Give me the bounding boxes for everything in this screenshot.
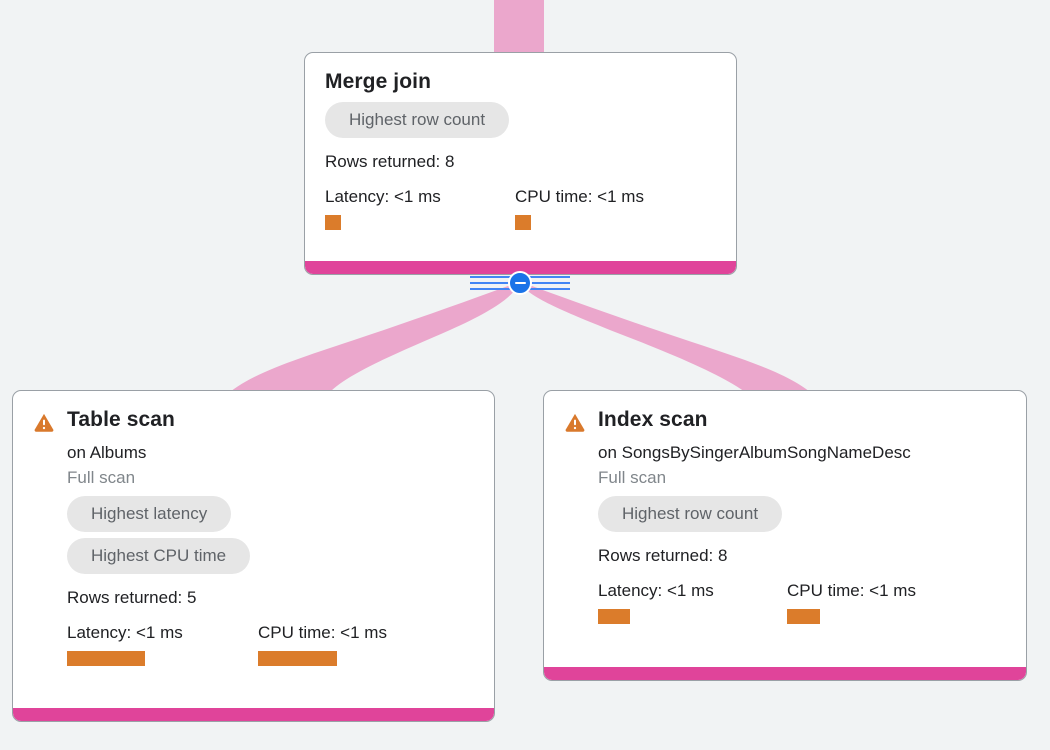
metric-cpu-time-bar [258, 651, 337, 666]
warning-triangle-icon [33, 411, 55, 433]
node-accent-bar [305, 261, 736, 274]
warning-triangle-icon [564, 411, 586, 433]
node-title: Merge join [325, 70, 432, 93]
table-scan-chip-list: Highest latency Highest CPU time [67, 496, 474, 580]
metric-latency: Latency: <1 ms [325, 187, 515, 230]
minus-icon[interactable] [508, 271, 532, 295]
metric-latency: Latency: <1 ms [598, 581, 787, 624]
node-scan-type: Full scan [598, 468, 667, 487]
table-scan-metrics: Latency: <1 ms CPU time: <1 ms [67, 623, 474, 666]
metric-cpu-time: CPU time: <1 ms [515, 187, 644, 230]
rows-returned-value: Rows returned: 8 [325, 152, 455, 171]
index-scan-chip-list: Highest row count [598, 496, 1006, 538]
table-scan-header: Table scan [33, 407, 474, 433]
rows-returned-value: Rows returned: 5 [67, 588, 197, 607]
metric-cpu-time-bar [787, 609, 820, 624]
metric-cpu-time-label: CPU time: <1 ms [258, 623, 387, 642]
connector-edge-table-scan [230, 282, 519, 392]
metric-latency-bar [325, 215, 341, 230]
node-subtitle: on Albums [67, 443, 147, 462]
metric-latency-label: Latency: <1 ms [598, 581, 714, 600]
node-merge-join[interactable]: Merge join Highest row count Rows return… [304, 52, 737, 275]
collapse-children-toggle[interactable] [470, 271, 570, 295]
metric-cpu-time-label: CPU time: <1 ms [787, 581, 916, 600]
metric-cpu-time: CPU time: <1 ms [787, 581, 916, 624]
metric-cpu-time-label: CPU time: <1 ms [515, 187, 644, 206]
node-accent-bar [544, 667, 1026, 680]
metric-latency-label: Latency: <1 ms [67, 623, 183, 642]
metric-latency-label: Latency: <1 ms [325, 187, 441, 206]
badge-highest-row-count: Highest row count [325, 102, 510, 138]
metric-cpu-time-bar [515, 215, 531, 230]
metric-latency: Latency: <1 ms [67, 623, 258, 666]
connector-edge-parent [494, 0, 544, 52]
metric-latency-bar [67, 651, 145, 666]
badge-highest-latency: Highest latency [67, 496, 232, 532]
connector-edge-index-scan [521, 282, 810, 392]
rows-returned-value: Rows returned: 8 [598, 546, 728, 565]
node-title: Index scan [598, 408, 708, 431]
merge-join-header: Merge join [325, 69, 716, 95]
merge-join-chip-list: Highest row count [325, 102, 716, 144]
node-index-scan[interactable]: Index scan on SongsBySingerAlbumSongName… [543, 390, 1027, 681]
badge-highest-cpu-time: Highest CPU time [67, 538, 251, 574]
metric-cpu-time: CPU time: <1 ms [258, 623, 387, 666]
metric-latency-bar [598, 609, 630, 624]
merge-join-metrics: Latency: <1 ms CPU time: <1 ms [325, 187, 716, 230]
node-table-scan[interactable]: Table scan on Albums Full scan Highest l… [12, 390, 495, 722]
node-title: Table scan [67, 408, 175, 431]
index-scan-metrics: Latency: <1 ms CPU time: <1 ms [598, 581, 1006, 624]
index-scan-header: Index scan [564, 407, 1006, 433]
node-accent-bar [13, 708, 494, 721]
badge-highest-row-count: Highest row count [598, 496, 783, 532]
node-subtitle: on SongsBySingerAlbumSongNameDesc [598, 443, 911, 462]
node-scan-type: Full scan [67, 468, 136, 487]
